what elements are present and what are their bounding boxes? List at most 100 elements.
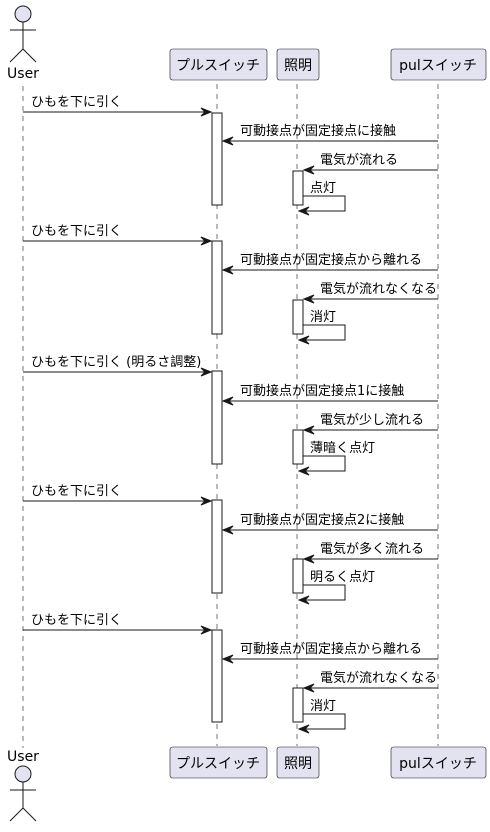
message-label: 可動接点が固定接点から離れる (240, 252, 422, 268)
message-pull-cord: ひもを下に引く (23, 224, 213, 246)
participant-pull-switch-top: プルスイッチ (169, 48, 268, 81)
activation-pull-switch (211, 629, 223, 723)
message-light-state: 薄暗く点灯 (297, 441, 375, 476)
participant-label-pul-switch-bottom: pulスイッチ (399, 756, 477, 772)
arrowhead-icon (221, 136, 234, 146)
message-contact: 可動接点が固定接点から離れる (221, 252, 438, 275)
message-light-state: 消灯 (297, 699, 346, 734)
participant-label-pull-switch-bottom: プルスイッチ (176, 756, 260, 772)
activation-light (292, 687, 304, 723)
arrowhead-icon (302, 683, 315, 693)
message-label: 電気が少し流れる (320, 412, 424, 428)
arrowhead-icon (200, 236, 213, 246)
message-label: ひもを下に引く (31, 224, 122, 239)
actor-label-user-bottom: User (7, 749, 39, 765)
participant-pul-switch-bottom: pulスイッチ (390, 746, 487, 779)
message-current: 電気が流れる (302, 152, 438, 175)
message-current: 電気が多く流れる (302, 541, 438, 564)
message-pull-cord: ひもを下に引く (23, 484, 213, 506)
participant-box (276, 746, 320, 779)
activation-pull-switch (211, 499, 223, 594)
activation-light (292, 558, 304, 594)
arrowhead-icon (302, 294, 315, 304)
arrowhead-icon (200, 367, 213, 377)
activation-light (292, 170, 304, 206)
arrowhead-icon (297, 335, 310, 345)
activation-light (292, 299, 304, 335)
participant-box (390, 48, 487, 81)
message-label: ひもを下に引く (明るさ調整) (31, 355, 201, 370)
message-contact: 可動接点が固定接点1に接触 (221, 383, 438, 406)
actor-right-leg-icon (22, 48, 37, 63)
message-label: 可動接点が固定接点に接触 (240, 123, 396, 139)
message-label: ひもを下に引く (31, 95, 122, 110)
message-line (300, 713, 346, 730)
participant-box (390, 746, 487, 779)
message-label: 消灯 (310, 310, 336, 325)
participant-box (169, 48, 268, 81)
actor-head-icon (14, 765, 32, 783)
arrowhead-icon (302, 554, 315, 564)
message-contact: 可動接点が固定接点から離れる (221, 641, 438, 664)
message-label: 点灯 (310, 181, 336, 196)
message-light-state: 明るく点灯 (297, 570, 375, 605)
actor-label-user-top: User (7, 66, 39, 82)
participant-label-pul-switch-top: pulスイッチ (399, 58, 477, 74)
activation-light (292, 429, 304, 465)
activation-bars (211, 112, 304, 723)
participant-label-light-bottom: 照明 (284, 756, 312, 772)
message-line (300, 455, 346, 472)
actor-left-leg-icon (9, 48, 24, 63)
arrowhead-icon (297, 595, 310, 605)
arrowhead-icon (297, 724, 310, 734)
message-current: 電気が少し流れる (302, 412, 438, 435)
message-light-state: 消灯 (297, 310, 346, 345)
arrowhead-icon (200, 107, 213, 117)
participant-light-bottom: 照明 (276, 746, 320, 779)
message-label: 可動接点が固定接点2に接触 (240, 512, 404, 528)
arrowhead-icon (221, 265, 234, 275)
activation-pull-switch (211, 240, 223, 335)
arrowhead-icon (297, 466, 310, 476)
participant-box (276, 48, 320, 81)
message-label: 明るく点灯 (310, 570, 375, 585)
actor-user-bottom: User (7, 749, 39, 822)
messages: ひもを下に引く可動接点が固定接点に接触電気が流れる点灯ひもを下に引く可動接点が固… (23, 95, 438, 734)
actor-left-leg-icon (9, 807, 24, 822)
actor-head-icon (14, 5, 32, 23)
arrowhead-icon (297, 206, 310, 216)
message-pull-cord: ひもを下に引く (明るさ調整) (23, 355, 213, 377)
message-label: 可動接点が固定接点から離れる (240, 641, 422, 657)
message-line (300, 324, 346, 341)
message-label: ひもを下に引く (31, 613, 122, 628)
message-pull-cord: ひもを下に引く (23, 613, 213, 635)
arrowhead-icon (302, 165, 315, 175)
message-label: 電気が多く流れる (320, 541, 424, 557)
message-label: 電気が流れなくなる (320, 281, 437, 297)
message-pull-cord: ひもを下に引く (23, 95, 213, 117)
message-contact: 可動接点が固定接点に接触 (221, 123, 438, 146)
message-line (300, 195, 346, 212)
participant-pull-switch-bottom: プルスイッチ (169, 746, 268, 779)
arrowhead-icon (221, 396, 234, 406)
message-label: 電気が流れる (320, 152, 398, 168)
participant-label-pull-switch-top: プルスイッチ (176, 58, 260, 74)
participant-label-light-top: 照明 (284, 58, 312, 74)
participant-pul-switch-top: pulスイッチ (390, 48, 487, 81)
arrowhead-icon (200, 625, 213, 635)
activation-pull-switch (211, 112, 223, 206)
message-current: 電気が流れなくなる (302, 281, 438, 304)
arrowhead-icon (200, 496, 213, 506)
message-light-state: 点灯 (297, 181, 346, 216)
participant-box (169, 746, 268, 779)
message-label: 消灯 (310, 699, 336, 714)
activation-pull-switch (211, 370, 223, 465)
participant-light-top: 照明 (276, 48, 320, 81)
message-label: ひもを下に引く (31, 484, 122, 499)
arrowhead-icon (221, 525, 234, 535)
message-label: 薄暗く点灯 (310, 441, 375, 456)
message-line (300, 584, 346, 601)
arrowhead-icon (302, 425, 315, 435)
